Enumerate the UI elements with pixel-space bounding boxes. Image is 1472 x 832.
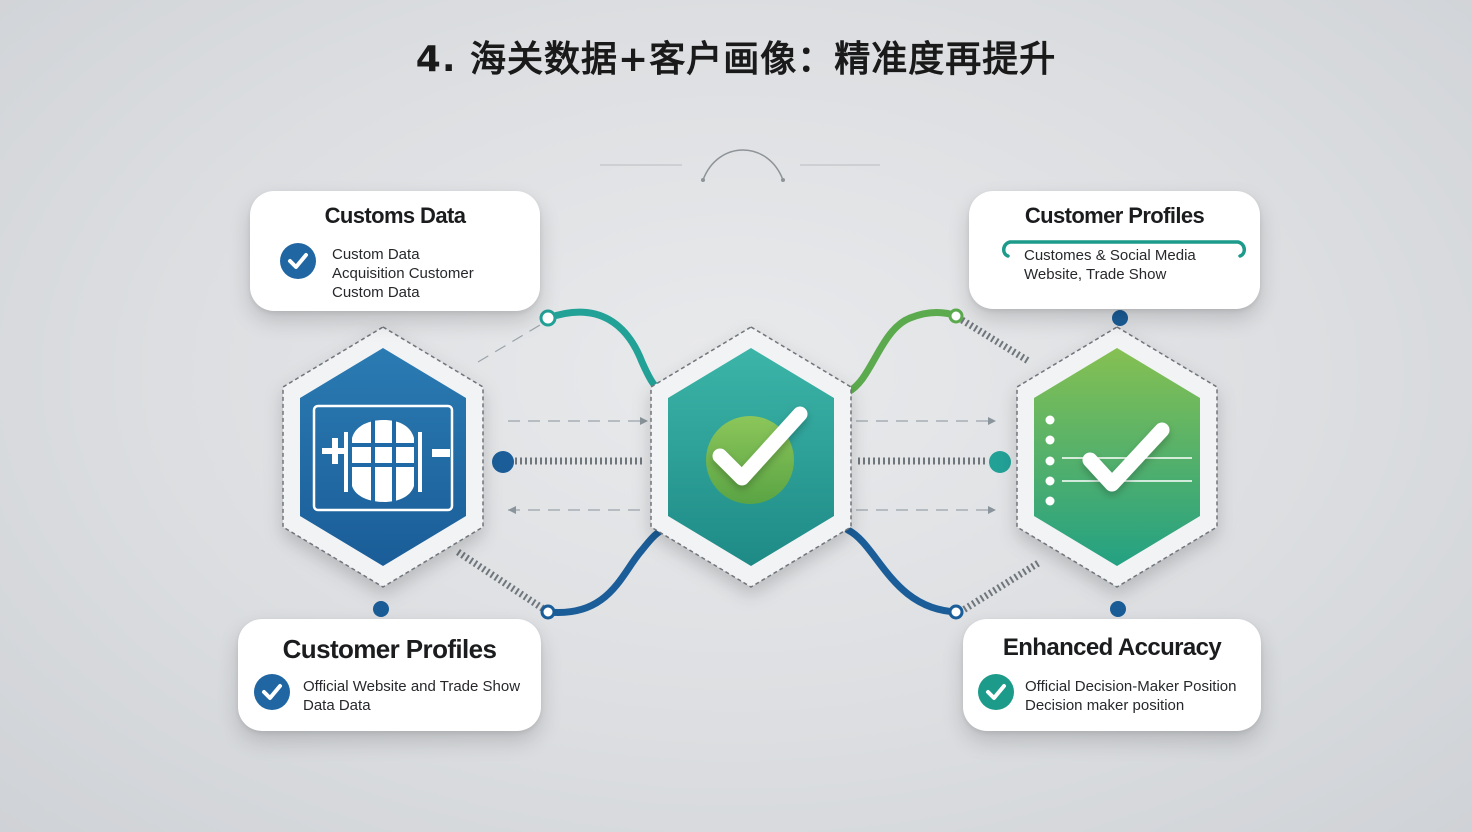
card-line: Decision maker position [1025, 697, 1185, 714]
card-line: Customes & Social Media [1024, 247, 1196, 264]
connector-blue-right [844, 526, 962, 616]
connector-dot [948, 308, 964, 324]
card-line: Custom Data [332, 284, 420, 301]
customer-profiles-card-bottom: Customer Profiles Official Website and T… [238, 619, 541, 731]
teal-bracket-icon [1002, 240, 1246, 258]
card-title: Customer Profiles [282, 634, 497, 664]
card-line: Data Data [303, 697, 371, 714]
card-title: Customs Data [324, 203, 466, 228]
ruler-diagonal-bottom-right [958, 559, 1042, 615]
page-title: 4. 海关数据+客户画像：精准度再提升 [415, 39, 1057, 80]
verification-node [650, 326, 852, 588]
customs-data-node [282, 326, 484, 588]
connector-blue-left [544, 526, 666, 616]
card-title: Enhanced Accuracy [1002, 634, 1222, 661]
connector-node-left [492, 451, 514, 473]
guide-arrow-bottom-right [988, 506, 996, 514]
ruler-diagonal-top-right [960, 317, 1032, 365]
connector-teal-left [544, 308, 666, 396]
connector-dot [539, 309, 557, 327]
grid-document-icon [312, 404, 454, 512]
ruler-diagonal-bottom-left [456, 549, 550, 615]
guide-arrow-top-right [988, 417, 996, 425]
check-badge-icon [978, 674, 1014, 710]
check-badge-icon [280, 243, 316, 279]
customer-profiles-card-top: Customer Profiles Customes & Social Medi… [969, 191, 1260, 309]
card-line: Custom Data [332, 246, 420, 263]
connector-node-right [989, 451, 1011, 473]
check-badge-icon [254, 674, 290, 710]
checklist-icon [1045, 415, 1192, 506]
customs-data-card: Customs Data Custom Data Acquisition Cus… [250, 191, 540, 311]
top-decoration [600, 149, 880, 182]
check-circle-icon [706, 406, 808, 504]
card-line: Website, Trade Show [1024, 266, 1167, 283]
accuracy-node [1016, 326, 1218, 588]
guide-arrow-bottom-left [508, 506, 516, 514]
connector-dot [948, 604, 964, 620]
guide-lines [477, 321, 995, 511]
guide-arrow-top-left [640, 417, 648, 425]
card-line: Official Website and Trade Show [303, 678, 521, 695]
connector-dot [373, 601, 389, 617]
card-line: Official Decision-Maker Position [1025, 678, 1237, 695]
card-title: Customer Profiles [1024, 203, 1205, 228]
connector-green-right [844, 309, 962, 396]
connector-dot [540, 604, 556, 620]
card-line: Acquisition Customer [332, 265, 474, 282]
connector-dot [1112, 310, 1128, 326]
enhanced-accuracy-card: Enhanced Accuracy Official Decision-Make… [963, 619, 1261, 731]
connector-dot [1110, 601, 1126, 617]
